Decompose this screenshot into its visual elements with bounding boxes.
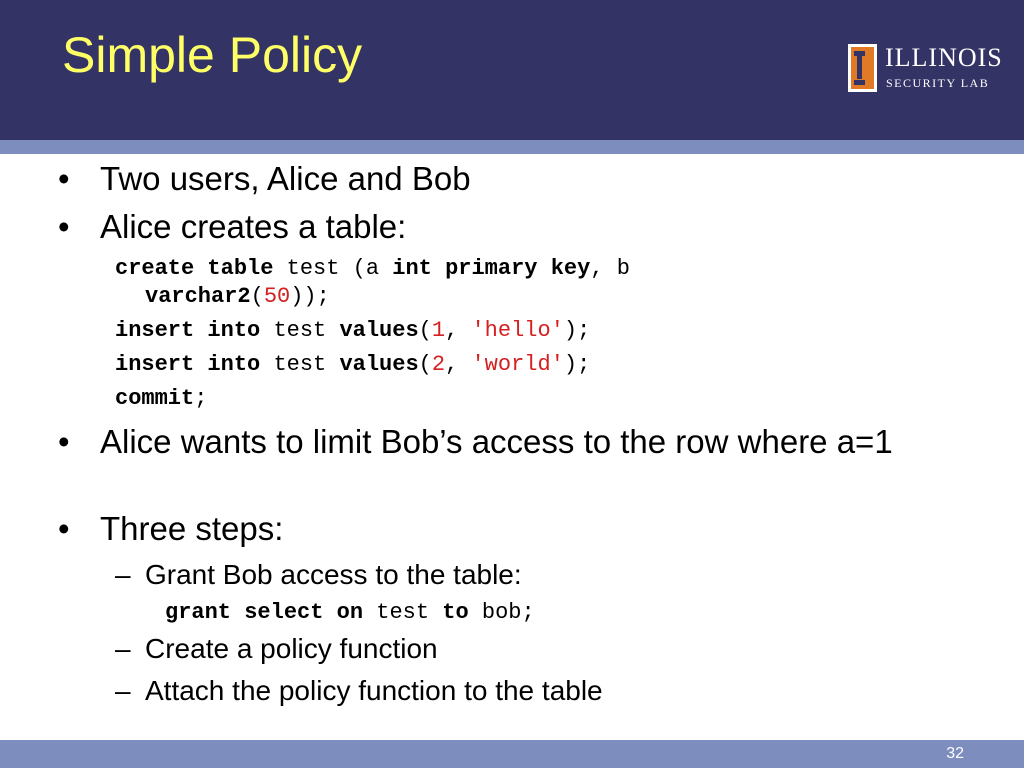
page-number: 32 (946, 745, 964, 762)
code-line-insert-1: insert into test values(1, 'hello'); (115, 318, 591, 343)
header-divider (0, 140, 1024, 154)
bullet-item: Alice wants to limit Bob’s access to the… (58, 423, 900, 461)
bullet-item: Two users, Alice and Bob (58, 160, 470, 198)
slide-title: Simple Policy (62, 27, 363, 83)
code-line-create-table-cont: varchar2(50)); (145, 284, 330, 309)
bullet-item: Three steps: (58, 510, 284, 548)
sub-bullet-item: Grant Bob access to the table: (115, 558, 522, 592)
logo-name: ILLINOIS (885, 43, 1003, 72)
code-line-commit: commit; (115, 386, 208, 411)
code-line-create-table: create table test (a int primary key, b (115, 256, 630, 281)
block-i-icon (848, 44, 877, 92)
sub-bullet-item: Create a policy function (115, 632, 438, 666)
logo-subtitle: SECURITY LAB (886, 76, 990, 90)
slide-body: Two users, Alice and Bob Alice creates a… (0, 0, 1024, 740)
sub-bullet-item: Attach the policy function to the table (115, 674, 603, 708)
code-line-insert-2: insert into test values(2, 'world'); (115, 352, 591, 377)
code-line-grant: grant select on test to bob; (165, 600, 535, 625)
slide-footer: 32 (0, 740, 1024, 768)
illinois-security-lab-logo: ILLINOIS SECURITY LAB (848, 44, 1013, 94)
bullet-item: Alice creates a table: (58, 208, 406, 246)
